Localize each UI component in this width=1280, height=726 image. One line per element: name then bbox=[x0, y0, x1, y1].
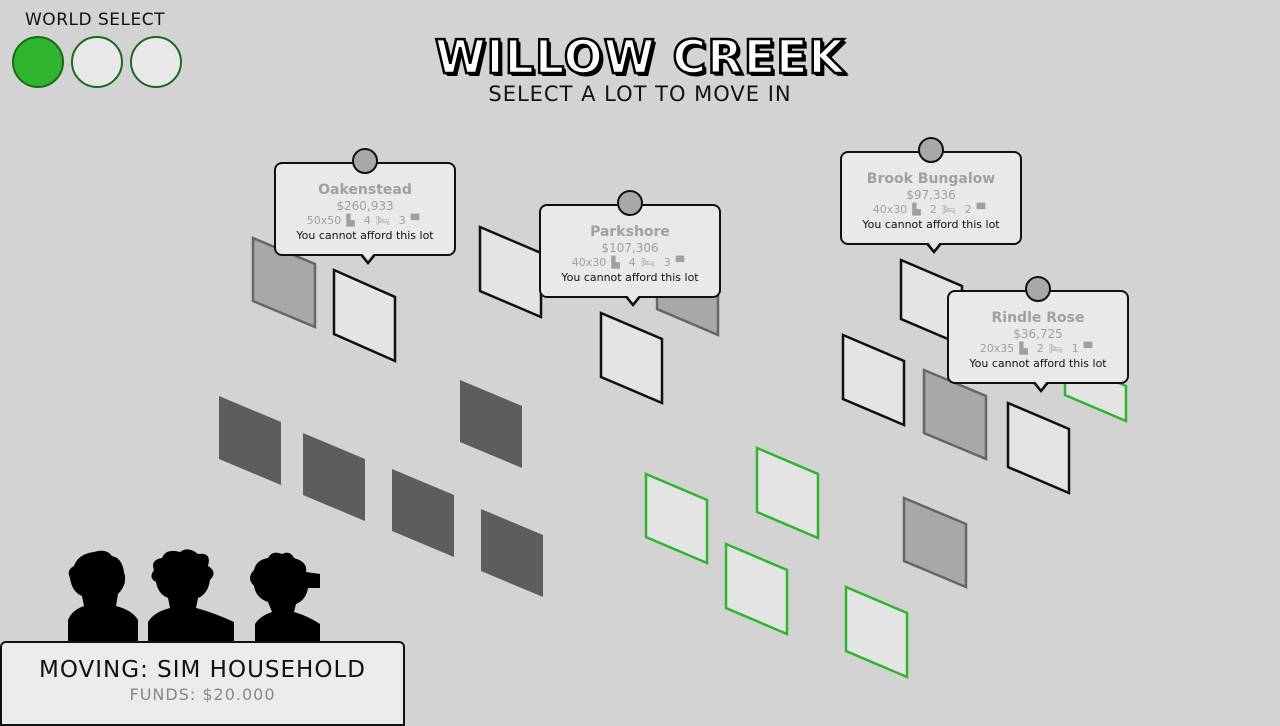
lot-stats: 40x30 ▙ 2 🛏 2 ▀ bbox=[842, 203, 1020, 216]
lot-price: $97,336 bbox=[906, 188, 956, 202]
lot-tile bbox=[303, 433, 365, 521]
lot-tile[interactable] bbox=[902, 496, 968, 589]
lot-stats: 40x30 ▙ 4 🛏 3 ▀ bbox=[541, 256, 719, 269]
lot-tooltip-rindle-rose[interactable]: Rindle Rose $36,725 20x35 ▙ 2 🛏 1 ▀ You can… bbox=[947, 276, 1129, 393]
lot-tile[interactable] bbox=[332, 268, 397, 363]
tooltip-pointer bbox=[1032, 380, 1050, 393]
lot-warning: You cannot afford this lot bbox=[296, 229, 434, 242]
household-avatars bbox=[68, 549, 320, 641]
lot-tile bbox=[460, 380, 522, 468]
bed-icon: 🛏 bbox=[1048, 342, 1063, 355]
lot-pin-icon bbox=[918, 137, 944, 163]
lot-name: Brook Bungalow bbox=[866, 171, 996, 187]
lot-stats: 50x50 ▙ 4 🛏 3 ▀ bbox=[276, 214, 454, 227]
lot-tile[interactable] bbox=[841, 333, 906, 427]
lot-size: 50x50 bbox=[306, 214, 342, 227]
lot-price: $260,933 bbox=[336, 199, 394, 213]
lot-tooltip-parkshore[interactable]: Parkshore $107,306 40x30 ▙ 4 🛏 3 ▀ You cann… bbox=[539, 190, 721, 307]
lot-pin-icon bbox=[352, 148, 378, 174]
header: WILLOW CREEK SELECT A LOT TO MOVE IN bbox=[0, 29, 1280, 106]
toilet-icon: ▀ bbox=[1083, 342, 1093, 355]
lot-baths: 1 bbox=[1071, 342, 1079, 355]
world-dot-2[interactable] bbox=[71, 36, 123, 88]
ruler-icon: ▙ bbox=[346, 214, 355, 227]
lot-size: 40x30 bbox=[571, 256, 607, 269]
toilet-icon: ▀ bbox=[410, 214, 420, 227]
lot-tile[interactable] bbox=[755, 446, 820, 540]
lot-tile bbox=[481, 509, 543, 597]
ruler-icon: ▙ bbox=[1019, 342, 1028, 355]
sim-silhouette-1 bbox=[68, 550, 138, 641]
lot-baths: 3 bbox=[663, 256, 671, 269]
bed-icon: 🛏 bbox=[941, 203, 956, 216]
lot-stats: 20x35 ▙ 2 🛏 1 ▀ bbox=[949, 342, 1127, 355]
world-select-label: WORLD SELECT bbox=[25, 10, 165, 30]
lot-size: 40x30 bbox=[872, 203, 908, 216]
lot-tile[interactable] bbox=[644, 472, 709, 565]
sim-silhouette-3 bbox=[250, 552, 320, 641]
lot-beds: 4 bbox=[628, 256, 636, 269]
lot-size: 20x35 bbox=[979, 342, 1015, 355]
household-name: MOVING: SIM HOUSEHOLD bbox=[39, 657, 366, 683]
lot-tile[interactable] bbox=[478, 225, 543, 319]
lot-tile[interactable] bbox=[1006, 401, 1071, 495]
lot-tile bbox=[219, 396, 281, 485]
bed-icon: 🛏 bbox=[375, 214, 390, 227]
world-dots bbox=[12, 36, 182, 88]
lot-name: Parkshore bbox=[590, 224, 670, 240]
lot-name: Oakenstead bbox=[318, 182, 412, 198]
lot-tile[interactable] bbox=[599, 311, 664, 405]
sim-silhouette-2 bbox=[148, 549, 234, 641]
lot-pin-icon bbox=[1025, 276, 1051, 302]
lot-beds: 2 bbox=[929, 203, 937, 216]
lot-baths: 3 bbox=[398, 214, 406, 227]
lot-warning: You cannot afford this lot bbox=[862, 218, 1000, 231]
lot-beds: 2 bbox=[1036, 342, 1044, 355]
household-panel: MOVING: SIM HOUSEHOLD FUNDS: $20.000 bbox=[0, 641, 405, 726]
world-dot-1[interactable] bbox=[12, 36, 64, 88]
world-dot-3[interactable] bbox=[130, 36, 182, 88]
lot-price: $107,306 bbox=[601, 241, 659, 255]
lot-tile[interactable] bbox=[844, 585, 909, 679]
ruler-icon: ▙ bbox=[912, 203, 921, 216]
ruler-icon: ▙ bbox=[611, 256, 620, 269]
bed-icon: 🛏 bbox=[640, 256, 655, 269]
lot-tooltip-brook-bungalow[interactable]: Brook Bungalow $97,336 40x30 ▙ 2 🛏 2 ▀ You … bbox=[840, 137, 1022, 254]
world-select: WORLD SELECT bbox=[12, 10, 182, 88]
page-subtitle: SELECT A LOT TO MOVE IN bbox=[488, 82, 792, 106]
lot-pin-icon bbox=[617, 190, 643, 216]
tooltip-pointer bbox=[925, 241, 943, 254]
tooltip-pointer bbox=[359, 252, 377, 265]
toilet-icon: ▀ bbox=[976, 203, 986, 216]
lot-beds: 4 bbox=[363, 214, 371, 227]
tooltip-pointer bbox=[624, 294, 642, 307]
lot-tile[interactable] bbox=[724, 542, 789, 636]
toilet-icon: ▀ bbox=[675, 256, 685, 269]
lot-tile bbox=[392, 469, 454, 557]
page-title: WILLOW CREEK bbox=[434, 29, 846, 86]
lot-price: $36,725 bbox=[1013, 327, 1063, 341]
lot-name: Rindle Rose bbox=[991, 310, 1085, 326]
lot-tile[interactable] bbox=[922, 368, 988, 461]
lot-warning: You cannot afford this lot bbox=[969, 357, 1107, 370]
lot-warning: You cannot afford this lot bbox=[561, 271, 699, 284]
lot-tooltip-oakenstead[interactable]: Oakenstead $260,933 50x50 ▙ 4 🛏 3 ▀ You can… bbox=[274, 148, 456, 265]
household-funds: FUNDS: $20.000 bbox=[129, 685, 276, 704]
lot-baths: 2 bbox=[964, 203, 972, 216]
